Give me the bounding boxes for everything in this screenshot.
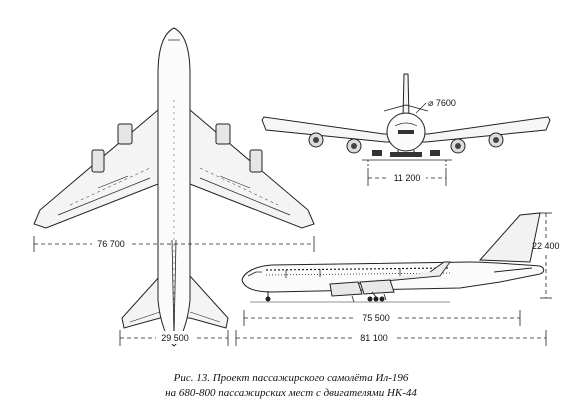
tailplane-span-label: 29 500 [161,333,189,343]
front-view [261,73,551,157]
wingspan-label: 76 700 [97,239,125,249]
gear-track-label: 11 200 [394,173,421,183]
caption-line-2: на 680-800 пассажирских мест с двигателя… [165,387,417,399]
diameter-leader [415,102,427,114]
height-dimension [540,212,552,299]
side-view-fin [478,212,541,263]
overall-length-dimension [235,330,547,346]
caption-line-1: Рис. 13. Проект пассажирского самолёта И… [173,372,409,384]
fuselage-diameter-label: ⌀ 7600 [428,98,456,108]
gear-track-dimension [367,160,447,186]
overall-length-label: 81 100 [360,333,388,343]
wingspan-dimension [33,236,315,252]
side-view [241,212,545,303]
top-view [33,27,315,347]
fuselage-length-label: 75 500 [362,313,390,323]
engine-inner-left [117,123,133,145]
tailplane-span-dimension [119,330,229,346]
engine-inner-right [215,123,231,145]
top-view-fuselage [157,27,191,347]
front-view-fin [402,73,410,119]
side-engine-1 [329,281,363,297]
figure-caption: Рис. 13. Проект пассажирского самолёта И… [0,371,582,401]
engine-outer-right [249,149,263,173]
side-engine-2 [359,279,395,295]
front-view-wings [261,116,551,143]
side-view-fuselage [241,261,545,293]
fuselage-length-dimension [243,310,521,326]
engine-outer-left [91,149,105,173]
height-label: 22 400 [532,241,560,251]
